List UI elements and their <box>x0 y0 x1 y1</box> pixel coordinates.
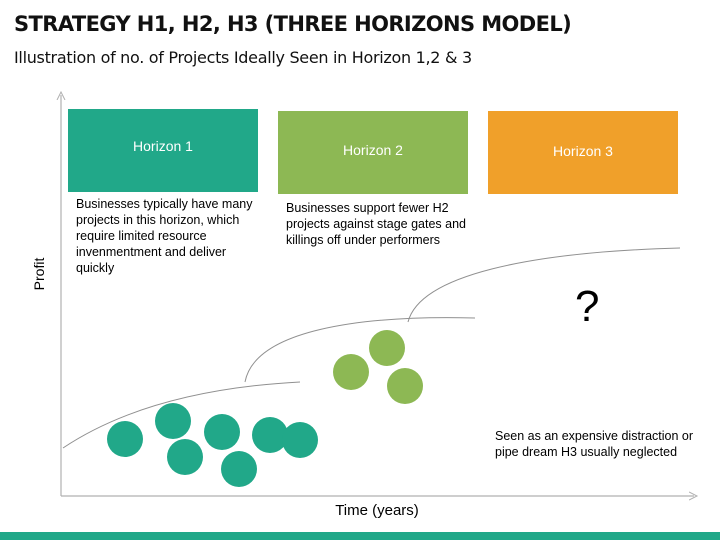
horizon-1-project-7 <box>282 422 318 458</box>
horizon-3-unknown-marker: ? <box>575 282 600 331</box>
horizon-3-curve <box>407 247 681 323</box>
horizon-2-label: Horizon 2 <box>343 141 403 158</box>
projects-layer <box>107 330 423 487</box>
horizon-1-project-5 <box>221 451 257 487</box>
horizon-1-project-2 <box>155 403 191 439</box>
horizon-3-box: Horizon 3 <box>488 111 678 194</box>
y-axis-label: Profit <box>31 257 47 291</box>
horizon-3-label: Horizon 3 <box>553 142 613 159</box>
horizon-2-project-3 <box>387 368 423 404</box>
horizon-1-box: Horizon 1 <box>68 109 258 192</box>
horizon-1-curve <box>62 381 301 449</box>
horizon-1-project-6 <box>252 417 288 453</box>
page-title: STRATEGY H1, H2, H3 (THREE HORIZONS MODE… <box>14 12 572 36</box>
horizon-2-project-2 <box>333 354 369 390</box>
horizon-3-description: Seen as an expensive distraction or pipe… <box>495 429 694 459</box>
horizon-1-description: Businesses typically have many projects … <box>76 197 253 275</box>
horizon-2-description: Businesses support fewer H2 projects aga… <box>286 201 466 247</box>
horizon-2-curve <box>244 317 476 383</box>
x-axis-label: Time (years) <box>335 502 419 519</box>
page-subtitle: Illustration of no. of Projects Ideally … <box>14 48 472 67</box>
horizon-1-project-3 <box>167 439 203 475</box>
horizon-2-box: Horizon 2 <box>278 111 468 194</box>
footer-bar <box>0 532 720 540</box>
horizon-1-project-1 <box>107 421 143 457</box>
horizon-1-label: Horizon 1 <box>133 137 193 154</box>
horizon-1-project-4 <box>204 414 240 450</box>
horizon-2-project-1 <box>369 330 405 366</box>
